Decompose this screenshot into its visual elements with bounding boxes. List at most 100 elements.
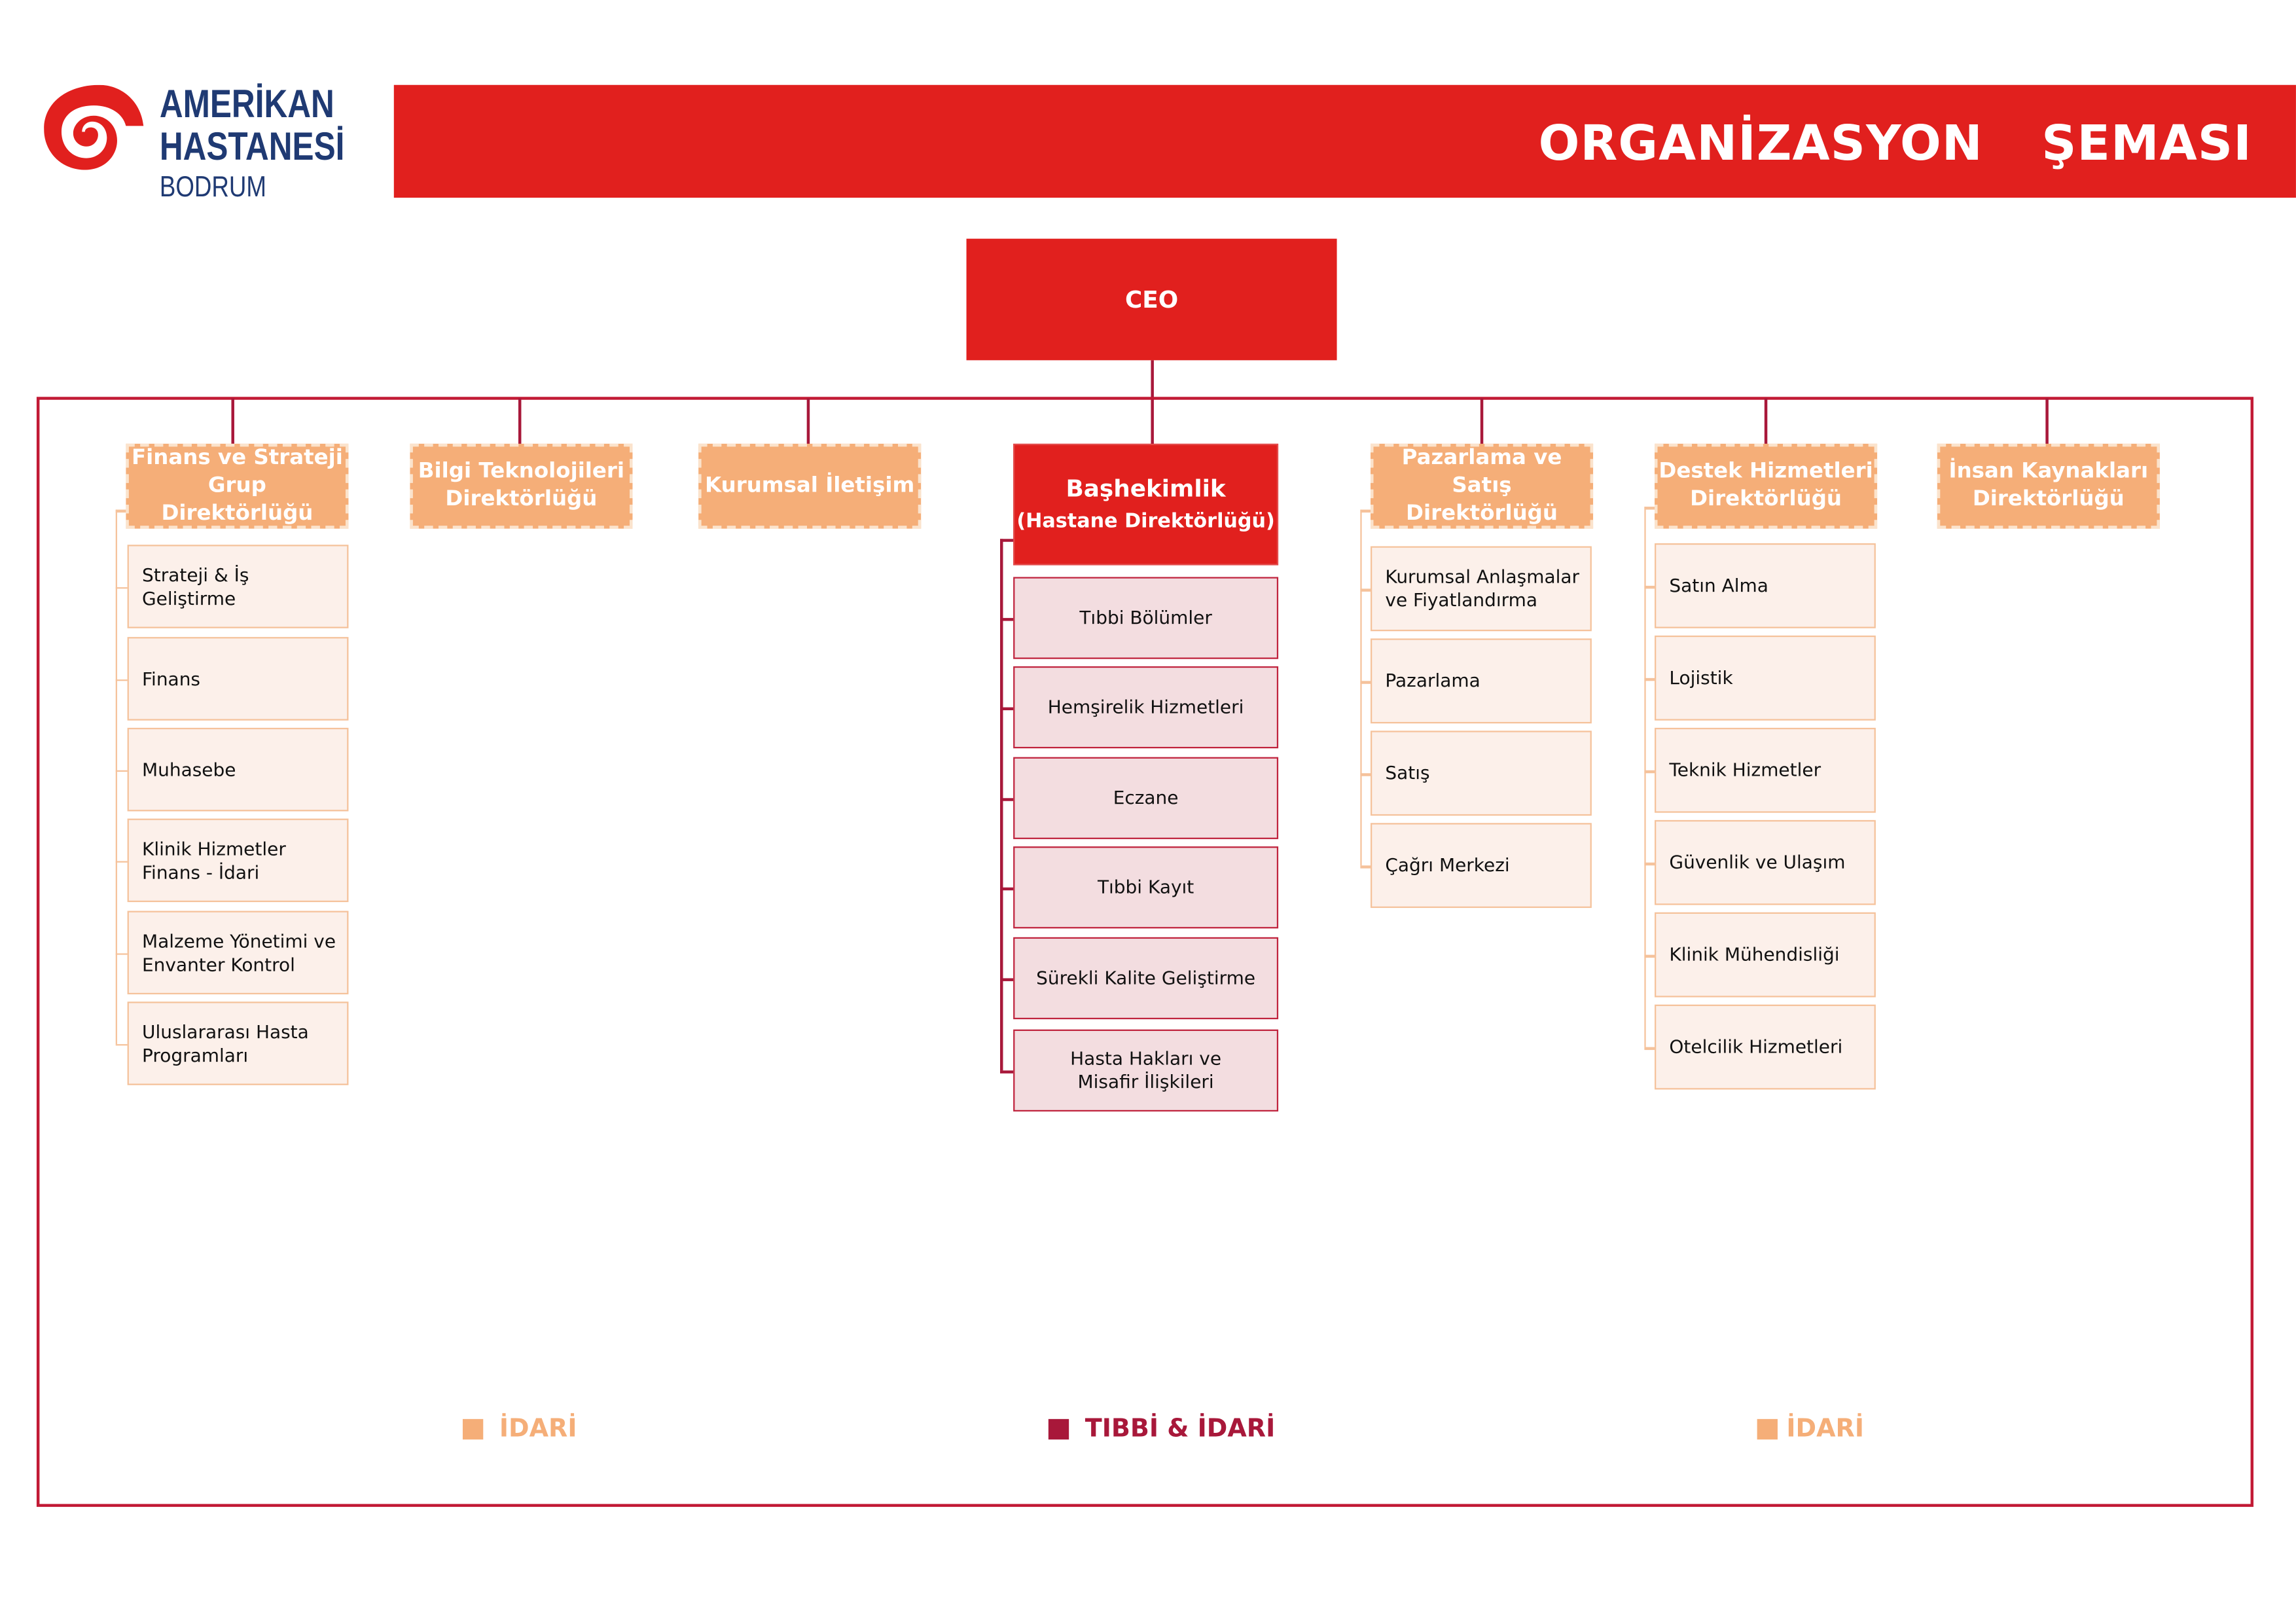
bracket-tick	[115, 1043, 128, 1046]
legend-item-idari-right: İDARİ	[1757, 1415, 1864, 1444]
unit-label: Finans	[142, 667, 201, 689]
unit-box: Pazarlama	[1371, 638, 1592, 724]
department-title: Pazarlama ve Satış Direktörlüğü	[1401, 446, 1562, 526]
department-connector	[2045, 398, 2049, 446]
unit-box: Eczane	[1013, 757, 1279, 839]
department-header: Kurumsal İletişim	[698, 443, 922, 529]
unit-box: Güvenlik ve Ulaşım	[1655, 820, 1876, 905]
unit-label: Klinik Hizmetler Finans - İdari	[142, 837, 286, 882]
bracket-tick	[1644, 770, 1655, 773]
legend-item-idari-left: İDARİ	[462, 1415, 577, 1444]
department-title: Destek Hizmetleri Direktörlüğü	[1659, 460, 1873, 511]
bracket-tick	[1000, 618, 1014, 621]
department-connector	[1480, 398, 1484, 446]
unit-label: Hasta Hakları ve Misafir İlişkileri	[1070, 1047, 1222, 1092]
bracket-line	[1644, 507, 1646, 1047]
unit-box: Satış	[1371, 731, 1592, 816]
logo-line2: HASTANESİ	[159, 124, 345, 169]
ceo-box: CEO	[966, 238, 1337, 361]
bracket-tick	[1360, 509, 1371, 512]
unit-label: Satış	[1385, 761, 1430, 784]
bracket-line	[1000, 539, 1003, 1071]
unit-box: Malzeme Yönetimi ve Envanter Kontrol	[127, 911, 349, 995]
unit-label: Klinik Mühendisliği	[1669, 943, 1840, 965]
bracket-tick	[115, 860, 128, 863]
unit-box: Klinik Mühendisliği	[1655, 912, 1876, 998]
department-connector	[806, 398, 810, 446]
department-title: Kurumsal İletişim	[705, 473, 915, 497]
unit-label: Eczane	[1113, 786, 1179, 808]
bracket-tick	[1000, 539, 1014, 542]
legend-swatch	[1048, 1418, 1069, 1440]
logo: AMERİKAN HASTANESİ BODRUM	[44, 82, 359, 205]
unit-label: Tıbbi Kayıt	[1097, 875, 1194, 898]
department-header: Pazarlama ve Satış Direktörlüğü	[1371, 443, 1594, 529]
legend-item-tibbi-idari: TIBBİ & İDARİ	[1048, 1415, 1276, 1444]
unit-box: Muhasebe	[127, 727, 349, 812]
bracket-tick	[1000, 978, 1014, 981]
unit-label: Sürekli Kalite Geliştirme	[1036, 966, 1256, 989]
bracket-tick	[1644, 1047, 1655, 1049]
legend-swatch	[462, 1418, 484, 1440]
unit-label: Hemşirelik Hizmetleri	[1047, 695, 1244, 718]
bracket-tick	[115, 769, 128, 772]
bracket-tick	[1000, 798, 1014, 801]
department-header: Finans ve Strateji Grup Direktörlüğü	[126, 443, 349, 529]
unit-label: Otelcilik Hizmetleri	[1669, 1035, 1843, 1058]
unit-label: Muhasebe	[142, 757, 236, 780]
ceo-label: CEO	[1124, 285, 1179, 314]
unit-label: Güvenlik ve Ulaşım	[1669, 850, 1846, 873]
legend-label: İDARİ	[1786, 1415, 1864, 1444]
legend-swatch	[1757, 1418, 1778, 1440]
bracket-tick	[1360, 773, 1371, 776]
unit-label: Tıbbi Bölümler	[1079, 606, 1212, 628]
department-subtitle: (Hastane Direktörlüğü)	[1016, 509, 1275, 533]
bracket-tick	[1000, 1070, 1014, 1074]
unit-box: Satın Alma	[1655, 543, 1876, 628]
logo-line1: AMERİKAN	[159, 82, 334, 126]
bracket-tick	[1644, 862, 1655, 865]
unit-label: Pazarlama	[1385, 669, 1480, 691]
bracket-tick	[1644, 507, 1655, 509]
unit-label: Malzeme Yönetimi ve Envanter Kontrol	[142, 929, 336, 975]
bracket-tick	[1360, 588, 1371, 591]
bracket-tick	[1360, 681, 1371, 683]
department-header: Başhekimlik(Hastane Direktörlüğü)	[1013, 443, 1279, 566]
bracket-tick	[1000, 707, 1014, 711]
unit-label: Çağrı Merkezi	[1385, 854, 1510, 876]
legend-label: İDARİ	[499, 1415, 577, 1444]
bracket-tick	[1644, 585, 1655, 588]
bracket-line	[1360, 509, 1362, 866]
unit-box: Kurumsal Anlaşmalar ve Fiyatlandırma	[1371, 546, 1592, 632]
department-connector	[1764, 398, 1768, 446]
bracket-line	[115, 509, 117, 1044]
unit-label: Strateji & İş Geliştirme	[142, 563, 249, 609]
unit-box: Hasta Hakları ve Misafir İlişkileri	[1013, 1029, 1279, 1112]
legend-label: TIBBİ & İDARİ	[1085, 1415, 1276, 1444]
unit-box: Finans	[127, 637, 349, 721]
department-title: Finans ve Strateji Grup Direktörlüğü	[131, 446, 343, 526]
bracket-tick	[1644, 677, 1655, 681]
bracket-tick	[1360, 865, 1371, 868]
page-title: ORGANİZASYON ŞEMASI	[1538, 114, 2252, 171]
unit-box: Tıbbi Kayıt	[1013, 846, 1279, 929]
unit-label: Lojistik	[1669, 666, 1733, 689]
departments-frame	[36, 397, 2254, 1507]
shell-logo-icon	[44, 84, 144, 170]
logo-line3: BODRUM	[159, 171, 266, 204]
unit-label: Uluslararası Hasta Programları	[142, 1020, 309, 1066]
bracket-tick	[1644, 954, 1655, 958]
unit-label: Teknik Hizmetler	[1669, 758, 1821, 781]
unit-box: Klinik Hizmetler Finans - İdari	[127, 818, 349, 903]
unit-box: Otelcilik Hizmetleri	[1655, 1004, 1876, 1090]
department-connector	[518, 398, 522, 446]
bracket-tick	[1000, 887, 1014, 891]
unit-box: Teknik Hizmetler	[1655, 727, 1876, 813]
title-banner: ORGANİZASYON ŞEMASI	[393, 84, 2296, 198]
department-header: Bilgi Teknolojileri Direktörlüğü	[410, 443, 633, 529]
unit-label: Kurumsal Anlaşmalar ve Fiyatlandırma	[1385, 565, 1580, 611]
department-connector	[231, 398, 234, 446]
bracket-tick	[115, 678, 128, 681]
department-header: Destek Hizmetleri Direktörlüğü	[1655, 443, 1878, 529]
